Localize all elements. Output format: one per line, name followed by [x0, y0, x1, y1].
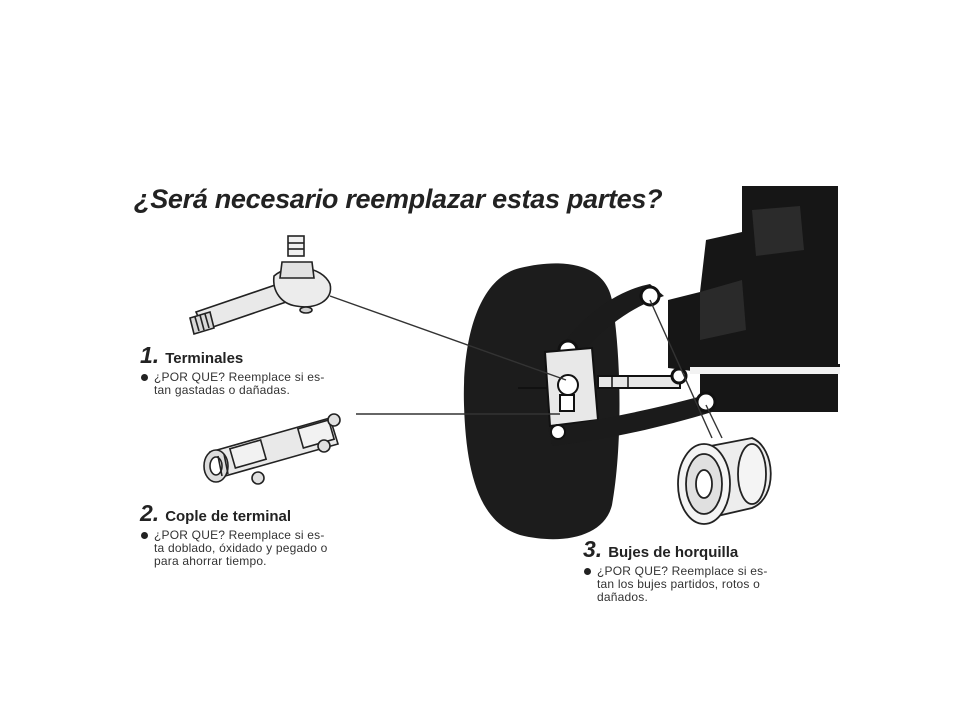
bullet-icon: [141, 374, 148, 381]
callout-terminales: 1. Terminales ¿POR QUE? Reemplace si es- …: [140, 342, 325, 397]
callout-number: 1.: [140, 342, 160, 368]
callout-number: 3.: [583, 536, 603, 562]
callout-cople-de-terminal: 2. Cople de terminal ¿POR QUE? Reemplace …: [140, 500, 327, 568]
callout-description: ¿POR QUE? Reemplace si es- ta doblado, ó…: [140, 529, 327, 568]
callout-bujes-de-horquilla: 3. Bujes de horquilla ¿POR QUE? Reemplace…: [583, 536, 768, 604]
callout-number: 2.: [140, 500, 160, 526]
callout-description: ¿POR QUE? Reemplace si es- tan los bujes…: [583, 565, 768, 604]
control-arm-bushing-icon: [677, 437, 772, 525]
tie-rod-sleeve-icon: [203, 413, 341, 485]
vehicle-frame: [668, 186, 840, 412]
leader-lines: [329, 295, 723, 439]
tie-rod-assembly: [597, 367, 688, 389]
diagram-title: ¿Será necesario reemplazar estas partes?: [134, 184, 663, 214]
callout-description: ¿POR QUE? Reemplace si es- tan gastadas …: [140, 371, 325, 397]
lower-control-arm: [548, 391, 717, 446]
callout-title: Bujes de horquilla: [608, 544, 739, 561]
bullet-icon: [141, 532, 148, 539]
bullet-icon: [584, 568, 591, 575]
tie-rod-end-icon: [189, 235, 332, 336]
callout-title: Cople de terminal: [165, 508, 292, 525]
callout-title: Terminales: [165, 350, 244, 367]
